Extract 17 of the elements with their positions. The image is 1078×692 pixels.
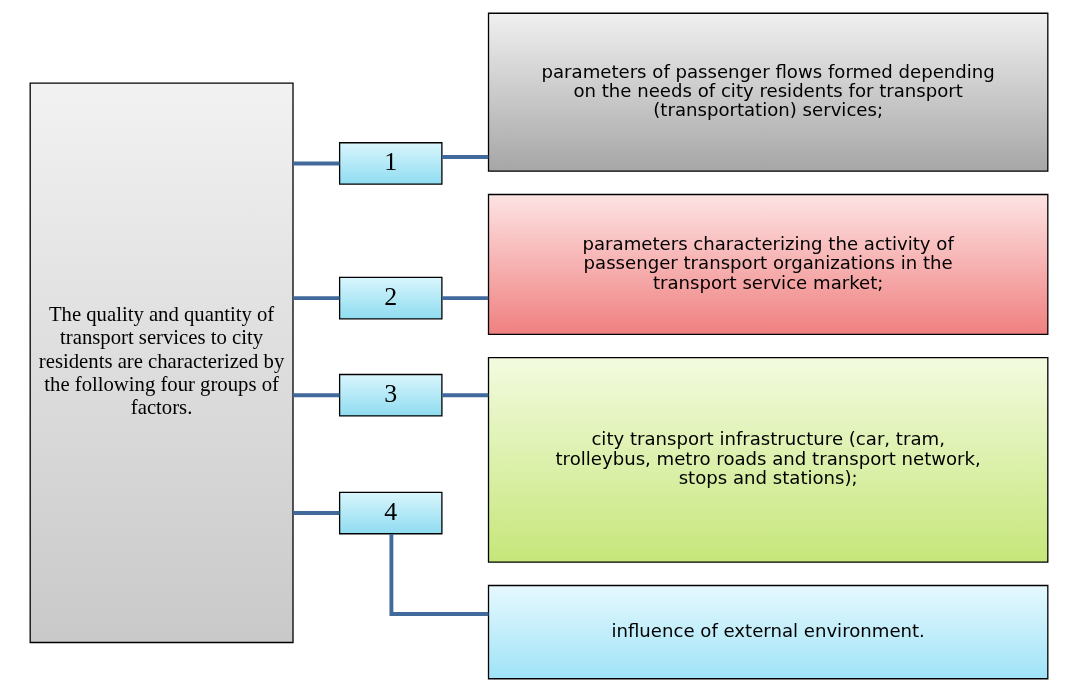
node-box: parameters of passenger flows formed depending on the needs of city residents for transport (transportation) services;	[487, 12, 1049, 172]
node-box: 4	[338, 491, 443, 535]
connector	[293, 393, 340, 398]
connector	[293, 161, 340, 166]
node-box: influence of external environment.	[487, 584, 1049, 680]
connector	[442, 393, 489, 398]
node-box: parameters characterizing the activity of passenger transport organizations in the transport service market;	[487, 193, 1049, 335]
node-box: 3	[338, 373, 443, 417]
connector	[389, 533, 489, 616]
connector	[293, 296, 340, 301]
connector	[293, 511, 340, 515]
node-box: The quality and quantity of transport services to city residents are characterized by the following four groups of factors.	[29, 82, 294, 644]
node-box: city transport infrastructure (car, tram, trolleybus, metro roads and transport network, stops and stations);	[487, 357, 1049, 563]
connector	[442, 155, 489, 159]
node-box: 2	[338, 276, 443, 320]
node-box: 1	[338, 142, 443, 185]
connector	[442, 296, 489, 301]
